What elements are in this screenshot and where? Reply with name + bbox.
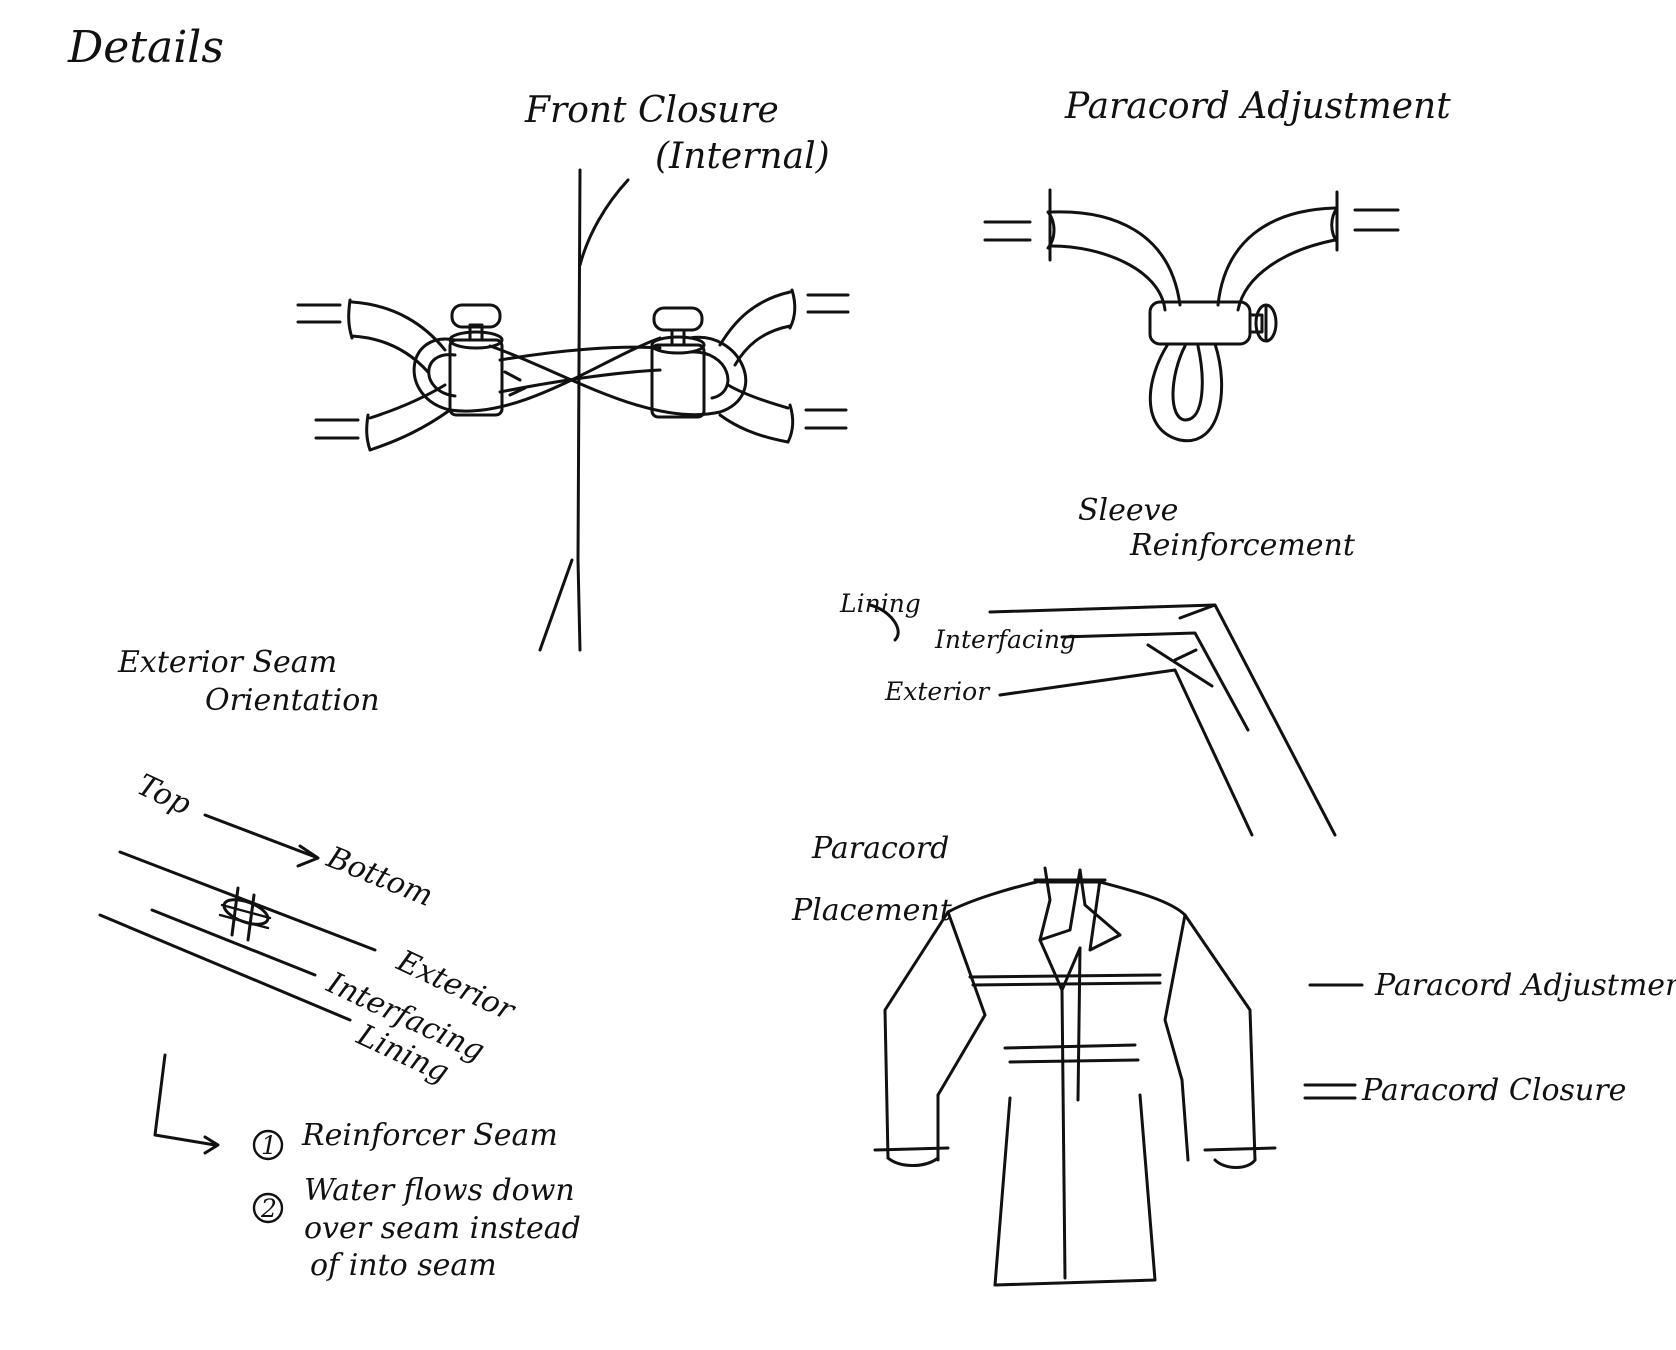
exterior-seam-title: Exterior Seam [117, 645, 337, 680]
note-1-marker: 1 [261, 1131, 277, 1160]
seam-note-2: 2 Water flows down over seam instead of … [252, 1173, 581, 1283]
paracord-adjustment-section: Paracord Adjustment [983, 86, 1451, 443]
legend-closure-label: Paracord Closure [1361, 1073, 1626, 1108]
note-2-line-3: of into seam [310, 1248, 497, 1283]
legend-double-line-icon [1303, 1083, 1357, 1100]
legend-adjustment-label: Paracord Adjustment [1374, 968, 1676, 1003]
placement-legend: Paracord Adjustment Paracord Closure [1303, 968, 1676, 1108]
note-1-line-1: Reinforcer Seam [301, 1118, 558, 1153]
sleeve-reinforcement-drawing [868, 603, 1337, 837]
seam-layers-drawing [98, 850, 377, 1022]
note-2-marker: 2 [260, 1194, 277, 1223]
paracord-placement-section: Paracord Placement [791, 831, 1676, 1287]
label-lining: Lining [839, 589, 921, 618]
sleeve-reinforcement-subtitle: Reinforcement [1129, 528, 1356, 563]
front-closure-subtitle: (Internal) [655, 136, 830, 177]
direction-bottom: Bottom [321, 840, 438, 914]
coat-drawing [873, 866, 1277, 1287]
notes-bracket-arrow [153, 1053, 220, 1155]
sleeve-reinforcement-title: Sleeve [1078, 493, 1178, 528]
front-closure-title: Front Closure [524, 90, 779, 131]
note-2-line-1: Water flows down [304, 1173, 575, 1208]
paracord-placement-subtitle: Placement [791, 893, 953, 928]
paracord-adjustment-drawing [983, 188, 1400, 443]
seam-note-1: 1 Reinforcer Seam [252, 1118, 558, 1161]
direction-top: Top [132, 768, 197, 823]
exterior-seam-subtitle: Orientation [205, 683, 380, 718]
page-title: Details [67, 22, 224, 73]
note-2-line-2: over seam instead [304, 1211, 581, 1246]
direction-arrow [203, 813, 320, 868]
exterior-seam-section: Exterior Seam Orientation Top Bottom Ext… [98, 645, 581, 1283]
paracord-placement-title: Paracord [811, 831, 949, 866]
sleeve-reinforcement-section: Sleeve Reinforcement Lining Interfacing … [839, 493, 1356, 837]
front-closure-drawing [296, 168, 850, 652]
label-interfacing: Interfacing [934, 625, 1076, 654]
paracord-adjustment-title: Paracord Adjustment [1064, 86, 1451, 127]
label-exterior: Exterior [884, 677, 991, 706]
front-closure-section: Front Closure (Internal) [296, 90, 850, 652]
